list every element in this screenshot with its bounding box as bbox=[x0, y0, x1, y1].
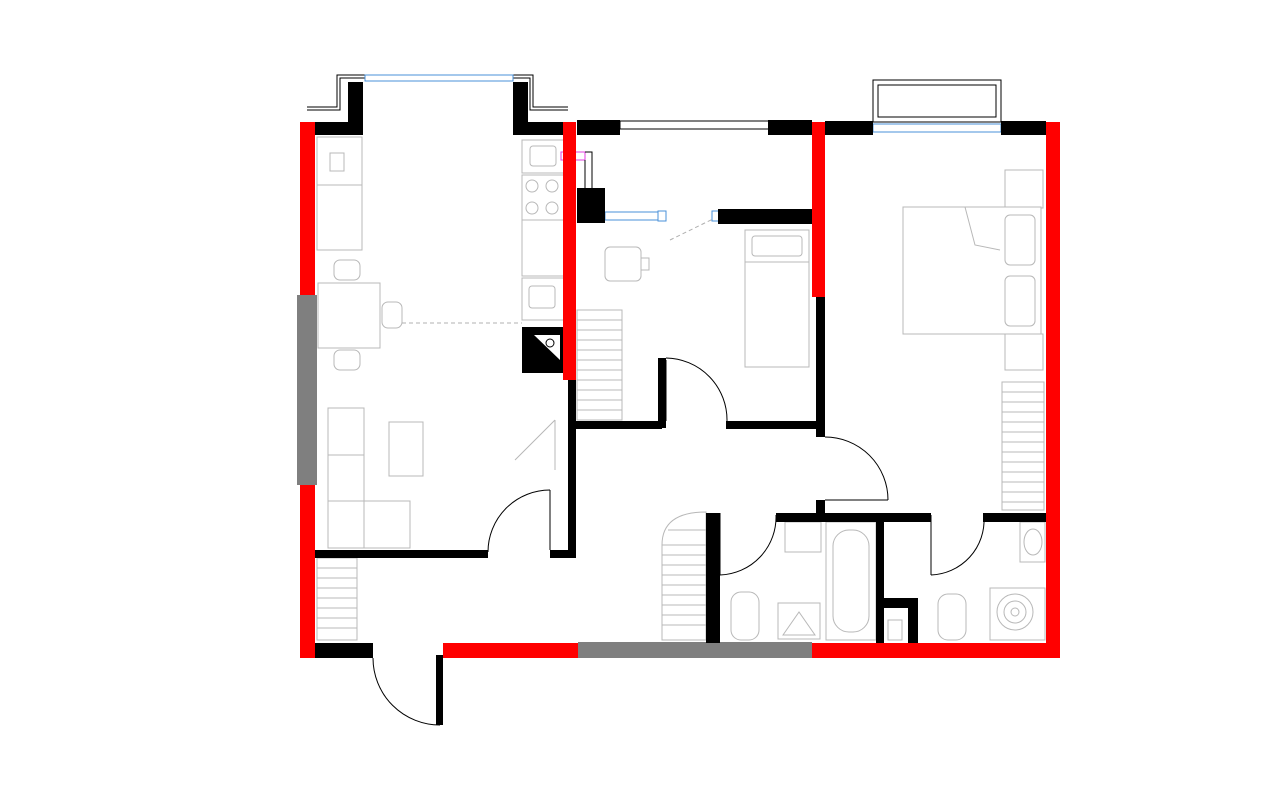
balcony-bedroom bbox=[872, 79, 1002, 123]
sink-icon-bathroom bbox=[777, 602, 821, 640]
opening-left bbox=[297, 295, 317, 485]
nightstand-top bbox=[1004, 169, 1044, 209]
wardrobe-main-bedroom bbox=[1001, 381, 1045, 511]
door-small-bedroom[interactable] bbox=[665, 357, 728, 422]
window-small-bedroom bbox=[619, 120, 771, 130]
bathtub-icon bbox=[825, 521, 877, 641]
doors bbox=[372, 357, 985, 726]
toilet-icon-wc bbox=[937, 593, 967, 641]
coffee-table bbox=[388, 421, 424, 477]
sofa-icon bbox=[327, 407, 411, 549]
bed-icon-main bbox=[902, 206, 1042, 335]
wardrobe-hallway bbox=[661, 511, 707, 641]
door-swing-trace bbox=[669, 217, 716, 241]
window-kitchen bbox=[364, 74, 514, 82]
shower-icon bbox=[989, 587, 1046, 641]
window-main-bedroom bbox=[872, 123, 1002, 133]
bed-icon bbox=[744, 229, 810, 368]
door-bathroom[interactable] bbox=[719, 513, 777, 576]
desk-icon bbox=[604, 246, 650, 282]
radiator-wc bbox=[887, 619, 903, 641]
opening-bottom bbox=[578, 642, 812, 658]
door-wc[interactable] bbox=[930, 515, 985, 576]
stove-icon bbox=[521, 174, 565, 221]
exterior-walls bbox=[300, 122, 1060, 658]
window-inner-b bbox=[657, 210, 667, 222]
fridge-icon bbox=[316, 136, 363, 186]
toilet-icon bbox=[730, 591, 760, 641]
wardrobe-small-bedroom bbox=[576, 309, 623, 421]
sink-icon-wc bbox=[1019, 521, 1046, 563]
wardrobe-entry bbox=[316, 557, 358, 641]
door-entry[interactable] bbox=[372, 657, 441, 726]
sliding-door-trace bbox=[514, 419, 556, 470]
counter-left bbox=[316, 184, 363, 251]
door-living[interactable] bbox=[487, 489, 551, 553]
interior-walls bbox=[315, 82, 1046, 725]
counter-right bbox=[521, 219, 565, 277]
washing-machine bbox=[784, 521, 822, 553]
sink-icon bbox=[521, 139, 565, 174]
nightstand-bottom bbox=[1004, 333, 1044, 371]
furniture-layer bbox=[316, 136, 1046, 641]
dishwasher-icon bbox=[521, 277, 565, 321]
door-main-bedroom[interactable] bbox=[824, 436, 889, 501]
window-inner bbox=[604, 211, 664, 221]
table-icon bbox=[317, 259, 403, 371]
